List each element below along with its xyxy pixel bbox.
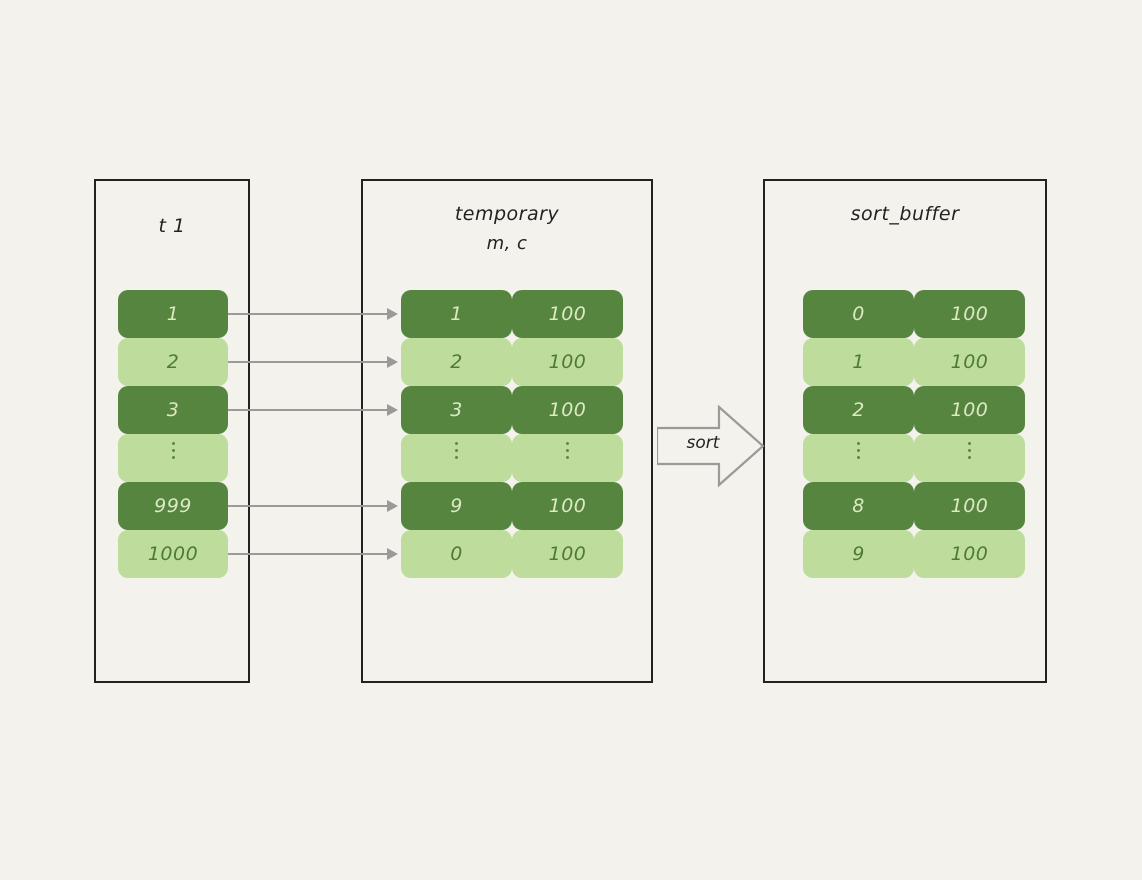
cell-value: 100 (548, 351, 587, 373)
row-t1-3[interactable] (118, 434, 228, 482)
container-sort-buffer-title: sort_buffer (850, 203, 960, 225)
cell-sort-buffer-2-left[interactable]: 2 (803, 386, 914, 434)
cell-temporary-5-left[interactable]: 0 (401, 530, 512, 578)
connector-line-1 (228, 361, 389, 363)
vertical-ellipsis-icon (566, 438, 569, 463)
cell-sort-buffer-3-right[interactable] (914, 434, 1025, 482)
row-sort-buffer-4[interactable]: 8 100 (803, 482, 1025, 530)
connector-arrowhead-3 (387, 500, 398, 512)
cell-value: 100 (950, 303, 989, 325)
row-temporary-1[interactable]: 2 100 (401, 338, 623, 386)
cell-sort-buffer-0-left[interactable]: 0 (803, 290, 914, 338)
sort-arrow-label: sort (686, 433, 720, 453)
cell-value: 8 (852, 495, 865, 517)
connector-line-4 (228, 553, 389, 555)
cell-value: 2 (166, 351, 180, 373)
cell-temporary-0-right[interactable]: 100 (512, 290, 623, 338)
connector-arrowhead-1 (387, 356, 398, 368)
cell-value: 100 (950, 351, 989, 373)
cell-value: 1 (450, 303, 463, 325)
cell-t1-4[interactable]: 999 (118, 482, 228, 530)
cell-value: 1 (852, 351, 865, 373)
cell-sort-buffer-1-left[interactable]: 1 (803, 338, 914, 386)
cell-t1-2[interactable]: 3 (118, 386, 228, 434)
cell-value: 100 (548, 495, 587, 517)
row-sort-buffer-0[interactable]: 0 100 (803, 290, 1025, 338)
row-temporary-4[interactable]: 9 100 (401, 482, 623, 530)
cell-sort-buffer-3-left[interactable] (803, 434, 914, 482)
vertical-ellipsis-icon (857, 438, 860, 463)
cell-value: 0 (450, 543, 463, 565)
cell-sort-buffer-1-right[interactable]: 100 (914, 338, 1025, 386)
connector-arrowhead-0 (387, 308, 398, 320)
row-t1-5[interactable]: 1000 (118, 530, 228, 578)
cell-value: 100 (548, 399, 587, 421)
row-t1-4[interactable]: 999 (118, 482, 228, 530)
cell-temporary-4-left[interactable]: 9 (401, 482, 512, 530)
row-temporary-3[interactable] (401, 434, 623, 482)
row-sort-buffer-1[interactable]: 1 100 (803, 338, 1025, 386)
cell-t1-1[interactable]: 2 (118, 338, 228, 386)
cell-temporary-3-left[interactable] (401, 434, 512, 482)
vertical-ellipsis-icon (455, 438, 458, 463)
cell-t1-3[interactable] (118, 434, 228, 482)
cell-sort-buffer-4-right[interactable]: 100 (914, 482, 1025, 530)
row-temporary-5[interactable]: 0 100 (401, 530, 623, 578)
cell-t1-0[interactable]: 1 (118, 290, 228, 338)
row-sort-buffer-5[interactable]: 9 100 (803, 530, 1025, 578)
cell-value: 1000 (147, 543, 199, 565)
cell-temporary-1-right[interactable]: 100 (512, 338, 623, 386)
cell-value: 2 (852, 399, 865, 421)
cell-value: 0 (852, 303, 865, 325)
cell-value: 100 (950, 543, 989, 565)
cell-temporary-0-left[interactable]: 1 (401, 290, 512, 338)
cell-value: 3 (166, 399, 180, 421)
cell-value: 999 (154, 495, 192, 517)
cell-sort-buffer-5-right[interactable]: 100 (914, 530, 1025, 578)
connector-arrowhead-2 (387, 404, 398, 416)
cell-sort-buffer-2-right[interactable]: 100 (914, 386, 1025, 434)
connector-line-3 (228, 505, 389, 507)
cell-value: 100 (950, 495, 989, 517)
vertical-ellipsis-icon (171, 438, 175, 463)
cell-value: 100 (548, 543, 587, 565)
cell-temporary-3-right[interactable] (512, 434, 623, 482)
container-temporary-subtitle: m, c (486, 233, 528, 254)
row-sort-buffer-3[interactable] (803, 434, 1025, 482)
row-sort-buffer-2[interactable]: 2 100 (803, 386, 1025, 434)
vertical-ellipsis-icon (968, 438, 971, 463)
cell-sort-buffer-5-left[interactable]: 9 (803, 530, 914, 578)
sort-block-arrow-icon (657, 404, 765, 488)
cell-value: 9 (852, 543, 865, 565)
cell-temporary-5-right[interactable]: 100 (512, 530, 623, 578)
cell-temporary-2-left[interactable]: 3 (401, 386, 512, 434)
row-t1-0[interactable]: 1 (118, 290, 228, 338)
cell-sort-buffer-4-left[interactable]: 8 (803, 482, 914, 530)
cell-temporary-4-right[interactable]: 100 (512, 482, 623, 530)
cell-value: 3 (450, 399, 463, 421)
connector-line-2 (228, 409, 389, 411)
cell-temporary-1-left[interactable]: 2 (401, 338, 512, 386)
connector-arrowhead-4 (387, 548, 398, 560)
container-temporary-title: temporary (454, 203, 560, 225)
container-t1-title: t 1 (158, 215, 186, 237)
row-t1-2[interactable]: 3 (118, 386, 228, 434)
row-temporary-2[interactable]: 3 100 (401, 386, 623, 434)
cell-value: 100 (548, 303, 587, 325)
cell-sort-buffer-0-right[interactable]: 100 (914, 290, 1025, 338)
row-temporary-0[interactable]: 1 100 (401, 290, 623, 338)
cell-t1-5[interactable]: 1000 (118, 530, 228, 578)
cell-value: 2 (450, 351, 463, 373)
row-t1-1[interactable]: 2 (118, 338, 228, 386)
cell-value: 100 (950, 399, 989, 421)
cell-value: 9 (450, 495, 463, 517)
cell-temporary-2-right[interactable]: 100 (512, 386, 623, 434)
cell-value: 1 (166, 303, 180, 325)
connector-line-0 (228, 313, 389, 315)
